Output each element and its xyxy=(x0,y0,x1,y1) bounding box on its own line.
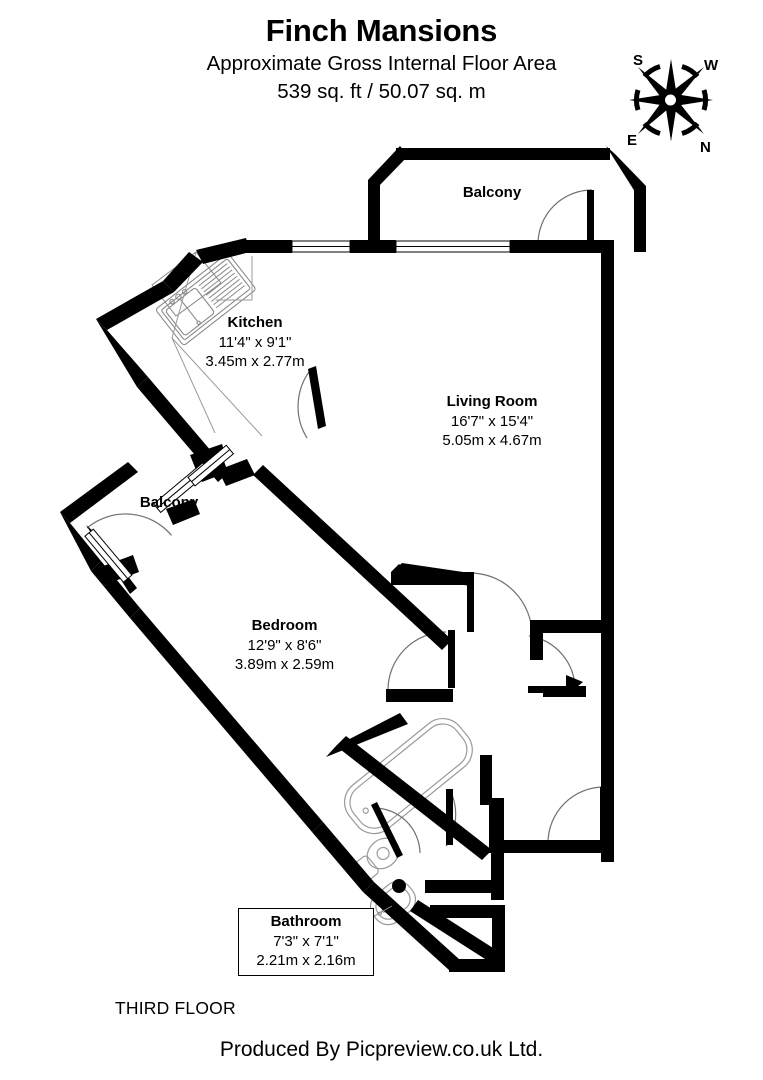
windows xyxy=(84,240,511,583)
living-room-name: Living Room xyxy=(446,393,538,410)
room-label-balcony-main: Balcony xyxy=(432,183,552,203)
compass-label-bottom-left: E xyxy=(627,132,637,149)
bath-tub-icon xyxy=(343,717,473,835)
floor-area-line-2: 539 sq. ft / 50.07 sq. m xyxy=(277,80,486,103)
living-room-dim-metric: 5.05m x 4.67m xyxy=(442,432,542,449)
floor-area-line-1: Approximate Gross Internal Floor Area xyxy=(206,52,557,75)
kitchen-dim-imperial: 11'4" x 9'1" xyxy=(218,333,292,351)
room-label-bathroom: Bathroom 7'3" x 7'1" 2.21m x 2.16m xyxy=(238,908,374,976)
floor-name: THIRD FLOOR xyxy=(115,998,236,1018)
bathroom-name: Bathroom xyxy=(270,913,342,930)
balcony-bedroom-name: Balcony xyxy=(139,494,199,511)
living-room-dim-imperial: 16'7" x 15'4" xyxy=(450,412,534,430)
producer-credit: Produced By Picpreview.co.uk Ltd. xyxy=(219,1038,544,1061)
room-label-balcony-bedroom: Balcony xyxy=(114,493,224,513)
balcony-main-name: Balcony xyxy=(462,184,522,201)
compass-rose-icon: S W E N xyxy=(627,52,719,154)
kitchen-unit-outline xyxy=(171,251,263,437)
compass-label-top-right: W xyxy=(704,57,719,74)
floor-marker-dot-icon xyxy=(392,879,406,893)
room-label-bedroom: Bedroom 12'9" x 8'6" 3.89m x 2.59m xyxy=(212,616,357,675)
bedroom-name: Bedroom xyxy=(251,617,318,634)
bathroom-dim-metric: 2.21m x 2.16m xyxy=(256,952,356,969)
page-title: Finch Mansions xyxy=(265,13,498,48)
bedroom-dim-imperial: 12'9" x 8'6" xyxy=(247,636,322,654)
bathroom-dim-imperial: 7'3" x 7'1" xyxy=(273,932,339,950)
kitchen-sink-icon xyxy=(151,251,256,346)
kitchen-dim-metric: 3.45m x 2.77m xyxy=(205,353,305,370)
room-label-living-room: Living Room 16'7" x 15'4" 5.05m x 4.67m xyxy=(418,392,566,451)
bedroom-dim-metric: 3.89m x 2.59m xyxy=(234,656,335,673)
compass-label-top-left: S xyxy=(633,52,643,69)
compass-label-bottom-right: N xyxy=(700,139,711,154)
header: Finch Mansions Approximate Gross Interna… xyxy=(0,0,763,106)
kitchen-name: Kitchen xyxy=(227,314,283,331)
walls xyxy=(60,146,646,972)
room-label-kitchen: Kitchen 11'4" x 9'1" 3.45m x 2.77m xyxy=(185,313,325,372)
